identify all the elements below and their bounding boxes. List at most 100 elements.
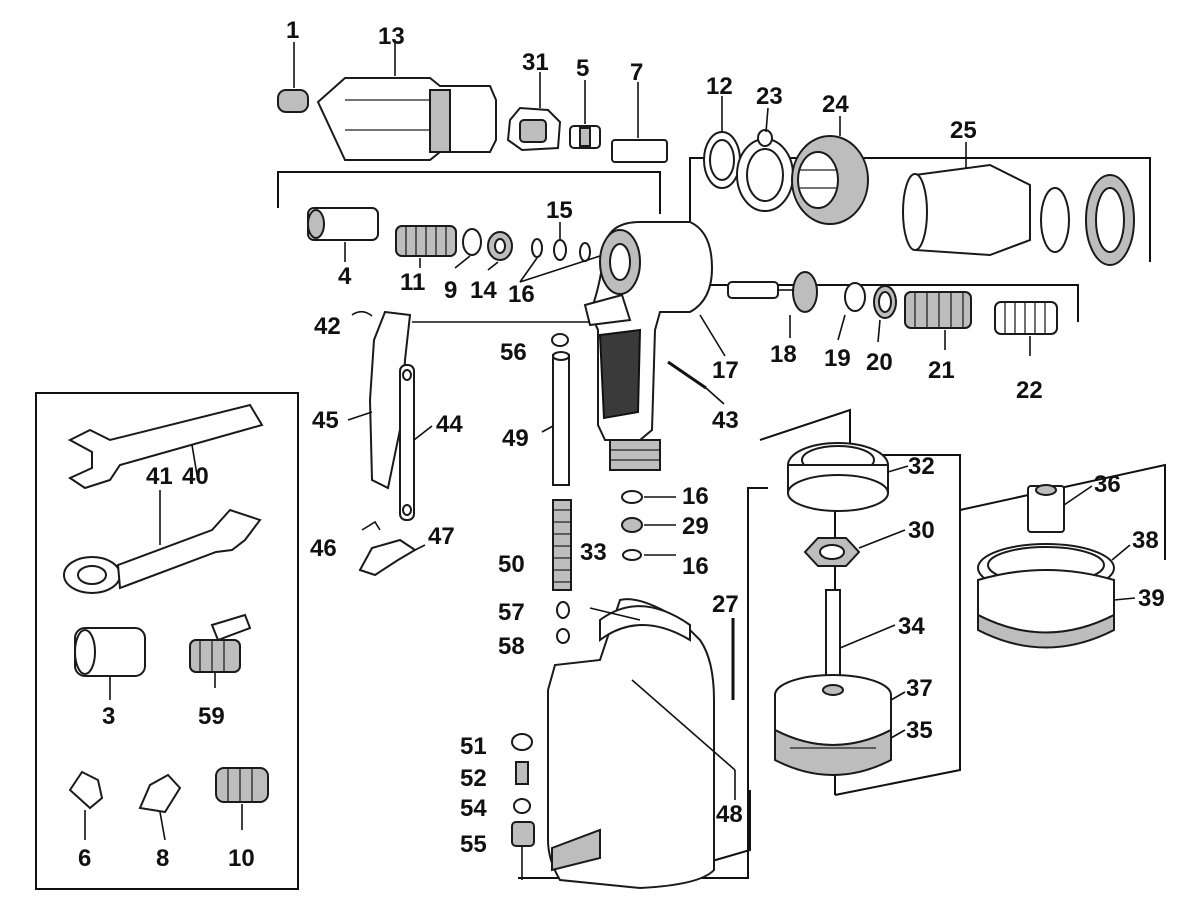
part-21-spring — [904, 291, 972, 350]
part-31-bushing — [506, 72, 562, 152]
part-54-o-ring — [513, 798, 531, 814]
callout-47: 47 — [428, 523, 455, 550]
part-4-cylinder — [307, 207, 379, 262]
callout-23: 23 — [756, 83, 783, 110]
callout-32: 32 — [908, 453, 935, 480]
callout-14: 14 — [470, 277, 497, 304]
callout-9: 9 — [444, 277, 457, 304]
callout-16-mid-b: 16 — [682, 553, 709, 580]
part-43-pin — [667, 360, 725, 405]
callout-7: 7 — [630, 59, 643, 86]
callout-43: 43 — [712, 407, 739, 434]
callout-33: 33 — [580, 539, 607, 566]
frame-rear-assembly — [705, 284, 1079, 322]
part-19-ring — [837, 282, 866, 341]
callout-25: 25 — [950, 117, 977, 144]
part-8-jaw — [138, 773, 182, 841]
callout-50: 50 — [498, 551, 525, 578]
callout-5: 5 — [576, 55, 589, 82]
part-6-jaw — [68, 770, 104, 840]
part-17-tool-body — [583, 221, 726, 471]
callout-17: 17 — [712, 357, 739, 384]
part-7-sleeve — [611, 82, 668, 163]
callout-16-mid-a: 16 — [682, 483, 709, 510]
part-52-spring — [515, 761, 529, 785]
callout-41: 41 — [146, 463, 173, 490]
part-47-cam — [358, 538, 426, 577]
callout-49: 49 — [502, 425, 529, 452]
part-44-link — [399, 364, 433, 521]
part-1-nosepiece — [277, 42, 309, 113]
part-30-nut — [803, 529, 906, 567]
part-23-exhaust-gasket — [736, 107, 794, 212]
part-50-spring — [552, 499, 572, 591]
frame-reservoir-middle — [759, 408, 851, 455]
callout-27: 27 — [712, 591, 739, 618]
callout-6: 6 — [78, 845, 91, 872]
frame-front-assembly — [277, 171, 661, 214]
part-40-wrench — [67, 403, 264, 490]
part-36-fitting — [1027, 484, 1093, 533]
part-57-o-ring — [556, 601, 570, 619]
callout-4: 4 — [338, 263, 352, 290]
part-51-cap — [511, 733, 533, 751]
part-39-cover — [977, 569, 1136, 649]
part-5-fitting — [569, 80, 601, 149]
callout-29: 29 — [682, 513, 709, 540]
part-20-ring — [873, 285, 897, 343]
callout-15: 15 — [546, 197, 573, 224]
callout-45: 45 — [312, 407, 339, 434]
callout-35: 35 — [906, 717, 933, 744]
part-22-spring — [994, 301, 1058, 356]
callout-20: 20 — [866, 349, 893, 376]
callout-31: 31 — [522, 49, 549, 76]
callout-21: 21 — [928, 357, 955, 384]
callout-51: 51 — [460, 733, 487, 760]
part-35-piston-base — [774, 728, 906, 776]
callout-54: 54 — [460, 795, 487, 822]
part-56-seal — [551, 333, 569, 347]
callout-11: 11 — [400, 269, 425, 296]
part-3-sleeve — [74, 627, 146, 700]
callout-30: 30 — [908, 517, 935, 544]
callout-40: 40 — [182, 463, 209, 490]
callout-48: 48 — [716, 801, 743, 828]
part-55-valve — [511, 821, 535, 880]
callout-39: 39 — [1138, 585, 1165, 612]
part-11-spring — [395, 225, 457, 268]
callout-55: 55 — [460, 831, 487, 858]
callout-34: 34 — [898, 613, 925, 640]
callout-16-top: 16 — [508, 281, 535, 308]
callout-3: 3 — [102, 703, 115, 730]
frame-exhaust-assembly — [689, 157, 1151, 262]
callout-58: 58 — [498, 633, 525, 660]
callout-56: 56 — [500, 339, 527, 366]
part-9-washer — [454, 228, 482, 269]
callout-46: 46 — [310, 535, 337, 562]
part-13-jaw-housing — [316, 42, 497, 161]
part-49-valve-stem — [541, 351, 570, 486]
callout-13: 13 — [378, 23, 405, 50]
callout-labels: 1 13 31 5 7 12 23 24 25 15 4 11 9 14 16 … — [78, 17, 1165, 872]
callout-37: 37 — [906, 675, 933, 702]
frame-reservoir-right — [834, 454, 961, 796]
callout-12: 12 — [706, 73, 733, 100]
callout-52: 52 — [460, 765, 487, 792]
part-16-29-16-seals — [621, 490, 676, 561]
part-48-rod — [631, 679, 736, 800]
callout-57: 57 — [498, 599, 525, 626]
part-33-reservoir-body — [547, 598, 715, 890]
part-12-ring — [703, 96, 741, 189]
frame-accessory-kit — [35, 392, 299, 890]
part-18-piston-rod — [727, 271, 818, 338]
callout-36: 36 — [1094, 471, 1121, 498]
part-42-clip — [351, 310, 373, 317]
part-32-collar — [787, 442, 909, 512]
callout-42: 42 — [314, 313, 341, 340]
part-14-nut — [487, 231, 513, 271]
part-59-fitting — [189, 613, 252, 688]
callout-38: 38 — [1132, 527, 1159, 554]
callout-22: 22 — [1016, 377, 1043, 404]
part-45-trigger-lever — [347, 310, 590, 490]
callout-1: 1 — [286, 17, 299, 44]
